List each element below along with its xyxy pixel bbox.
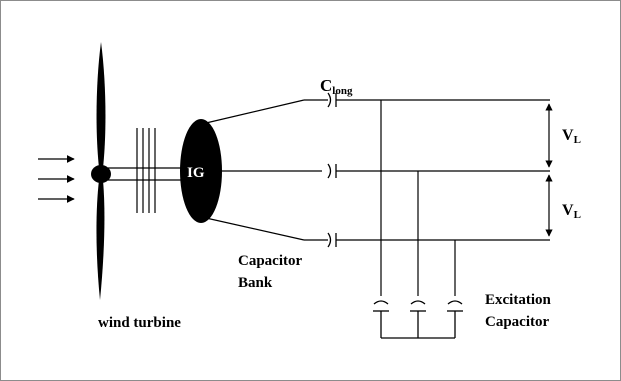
capacitor-bank-label-line1: Capacitor — [238, 253, 302, 269]
turbine-hub — [91, 165, 111, 183]
excitation-drops — [380, 100, 456, 296]
turbine-blade-upper — [96, 42, 106, 168]
generator-label: IG — [187, 165, 205, 181]
generator-leads — [205, 99, 322, 241]
line-voltage-main: V — [562, 127, 574, 144]
series-capacitor-sub: long — [332, 85, 353, 97]
shaft-coupling — [136, 128, 156, 213]
excitation-capacitor-label-line2: Capacitor — [485, 314, 549, 330]
series-capacitor-label: Clong — [320, 76, 353, 97]
turbine-blade-lower — [96, 180, 105, 300]
turbine-shaft — [108, 167, 188, 181]
line-voltage-sub: L — [574, 209, 581, 221]
capacitor-bank-label-line2: Bank — [238, 275, 273, 291]
wind-arrows — [38, 155, 75, 203]
wind-turbine-label: wind turbine — [98, 315, 181, 331]
series-capacitors — [304, 92, 550, 248]
wind-turbine-rotor — [91, 42, 111, 300]
induction-generator — [180, 119, 222, 223]
excitation-capacitors — [373, 300, 463, 339]
line-voltage-label-upper: VL — [562, 127, 581, 146]
series-capacitor-main: C — [320, 76, 332, 95]
line-voltage-label-lower: VL — [562, 202, 581, 221]
line-voltage-sub: L — [574, 134, 581, 146]
excitation-capacitor-label-line1: Excitation — [485, 292, 551, 308]
line-voltage-main: V — [562, 202, 574, 219]
